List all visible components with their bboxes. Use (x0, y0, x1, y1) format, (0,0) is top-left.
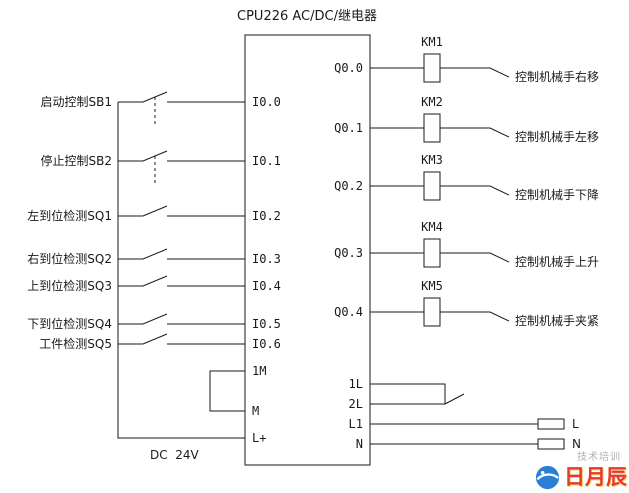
km2-coil (423, 113, 441, 143)
output-common-wire (370, 383, 465, 405)
line-terminal-box (537, 418, 565, 430)
coil-label-km4: KM4 (421, 220, 443, 234)
neutral-terminal-box (537, 438, 565, 450)
input-label-sq5: 工件检测SQ5 (39, 336, 112, 351)
logo-swoosh (536, 473, 559, 481)
coil-label-km2: KM2 (421, 95, 443, 109)
input-bus-group: DC 24V (117, 102, 245, 462)
pin-i0-1: I0.1 (252, 154, 281, 168)
pin-i0-3: I0.3 (252, 252, 281, 266)
pin-i0-6: I0.6 (252, 337, 281, 351)
output-label-down-move: 控制机械手下降 (515, 187, 599, 202)
input-label-sq4: 下到位检测SQ4 (27, 316, 112, 331)
line-terminal-label: L (572, 417, 579, 431)
input-wire-i0-2 (118, 205, 245, 217)
1m-m-link-wire (209, 370, 245, 412)
pin-i0-0: I0.0 (252, 95, 281, 109)
output-wire-q0-4 (370, 311, 510, 322)
output-wire-q0-1 (370, 127, 510, 138)
input-pins-group: I0.0 I0.1 I0.2 I0.3 I0.4 I0.5 I0.6 1M M … (252, 95, 281, 445)
output-label-clamp: 控制机械手夹紧 (515, 313, 599, 328)
pin-l1: L1 (349, 417, 363, 431)
km5-coil (423, 297, 441, 327)
pin-n: N (356, 437, 363, 451)
coil-label-km5: KM5 (421, 279, 443, 293)
input-wire-i0-6 (118, 333, 245, 345)
input-wires-group (118, 91, 245, 345)
pin-i0-5: I0.5 (252, 317, 281, 331)
pin-q0-1: Q0.1 (334, 121, 363, 135)
output-label-left-move: 控制机械手左移 (515, 129, 599, 144)
pin-1l: 1L (349, 377, 363, 391)
km3-coil (423, 171, 441, 201)
pin-q0-0: Q0.0 (334, 61, 363, 75)
supply-bus-wire (117, 102, 245, 439)
coil-labels-group: KM1 KM2 KM3 KM4 KM5 (421, 35, 443, 293)
pin-i0-4: I0.4 (252, 279, 281, 293)
km4-coil (423, 238, 441, 268)
output-wire-q0-3 (370, 252, 510, 263)
pin-i0-2: I0.2 (252, 209, 281, 223)
watermark-tagline: 技术培训 (577, 452, 621, 463)
plc-outline (244, 34, 371, 466)
output-wires-group (370, 53, 510, 327)
input-wire-i0-3 (118, 248, 245, 260)
output-labels-group: 控制机械手右移 控制机械手左移 控制机械手下降 控制机械手上升 控制机械手夹紧 (515, 69, 599, 328)
logo-highlight (540, 470, 545, 475)
coil-label-km3: KM3 (421, 153, 443, 167)
output-label-right-move: 控制机械手右移 (515, 69, 599, 84)
pin-l-plus: L+ (252, 431, 266, 445)
input-label-sq3: 上到位检测SQ3 (27, 278, 112, 293)
input-wire-i0-1 (118, 150, 245, 162)
input-label-sb2: 停止控制SB2 (41, 153, 113, 168)
input-wire-i0-5 (118, 313, 245, 325)
watermark-brand-row: 日月辰 (534, 464, 627, 491)
pin-q0-2: Q0.2 (334, 179, 363, 193)
mains-group: L N (370, 417, 581, 451)
output-label-up-move: 控制机械手上升 (515, 254, 599, 269)
pin-q0-4: Q0.4 (334, 305, 363, 319)
input-wire-i0-4 (118, 275, 245, 287)
input-labels-group: 启动控制SB1 停止控制SB2 左到位检测SQ1 右到位检测SQ2 上到位检测S… (27, 95, 112, 351)
input-label-sb1: 启动控制SB1 (41, 95, 113, 109)
input-wire-i0-0 (118, 91, 245, 103)
pin-2l: 2L (349, 397, 363, 411)
pin-q0-3: Q0.3 (334, 246, 363, 260)
output-wire-q0-0 (370, 67, 510, 78)
input-label-sq2: 右到位检测SQ2 (27, 251, 112, 266)
output-pins-group: Q0.0 Q0.1 Q0.2 Q0.3 Q0.4 1L 2L L1 N (334, 61, 363, 451)
km1-coil (423, 53, 441, 83)
supply-label: DC 24V (150, 448, 200, 462)
neutral-terminal-label: N (572, 437, 581, 451)
pin-m: M (252, 404, 259, 418)
brand-logo-icon (535, 465, 560, 490)
pin-1m: 1M (252, 364, 266, 378)
diagram-title: CPU226 AC/DC/继电器 (237, 9, 377, 24)
coil-label-km1: KM1 (421, 35, 443, 49)
input-label-sq1: 左到位检测SQ1 (27, 208, 112, 223)
watermark: 技术培训 日月辰 (534, 448, 627, 491)
watermark-brand: 日月辰 (564, 465, 627, 489)
output-wire-q0-2 (370, 185, 510, 196)
